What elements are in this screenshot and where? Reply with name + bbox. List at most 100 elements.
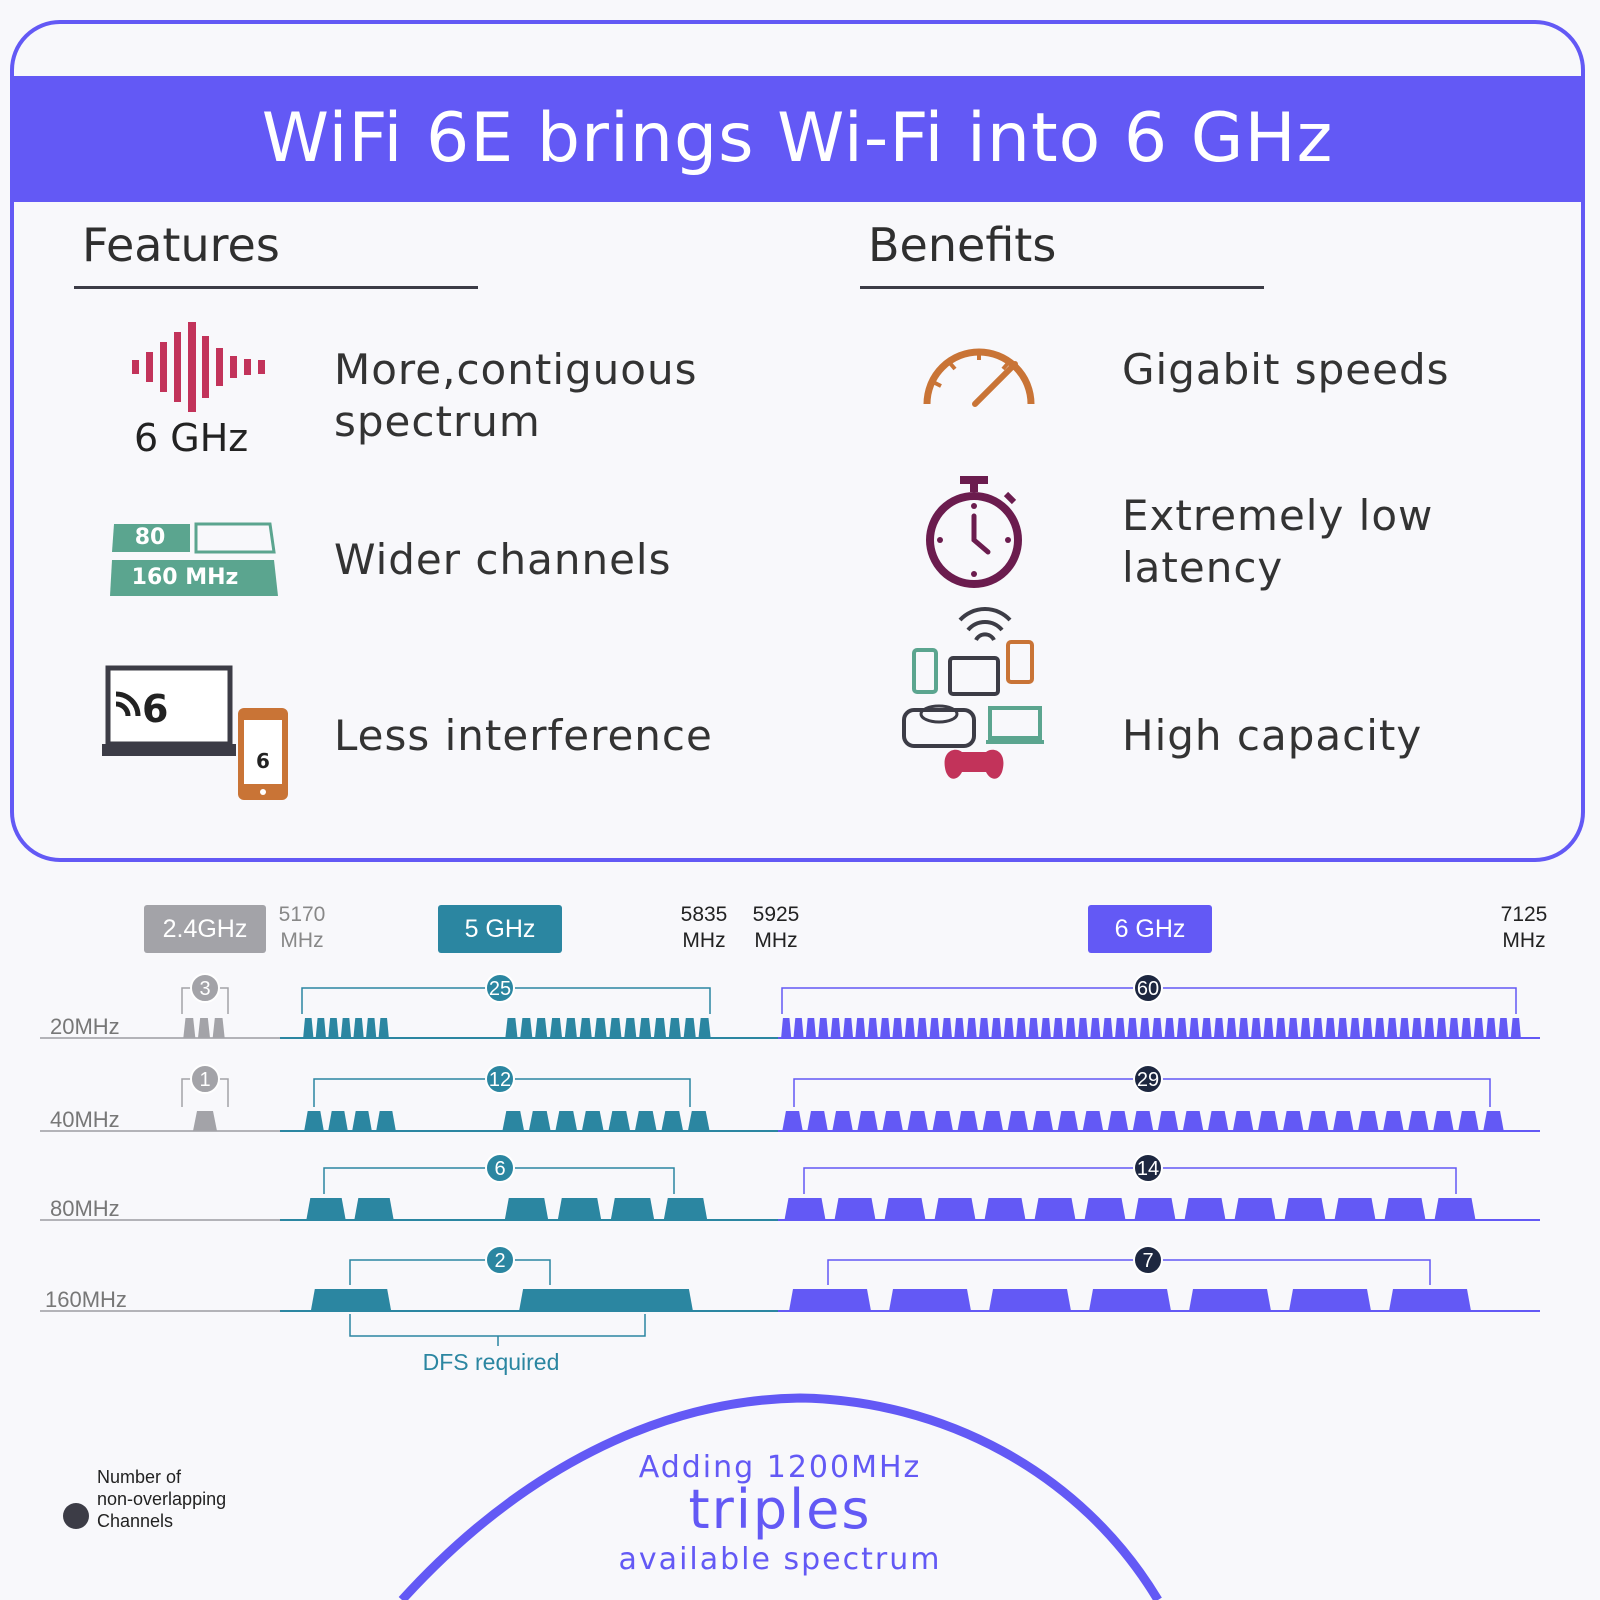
channel-6ghz — [1234, 1198, 1276, 1220]
channel-5ghz — [609, 1018, 622, 1038]
channel-6ghz — [1107, 1111, 1129, 1131]
channel-5ghz — [352, 1111, 372, 1131]
channel-6ghz — [1263, 1018, 1274, 1038]
channel-6ghz — [805, 1018, 816, 1038]
channel-5ghz — [557, 1198, 602, 1220]
channel-6ghz — [832, 1111, 853, 1131]
channel-6ghz — [1461, 1018, 1472, 1038]
badge-6ghz-circle — [1133, 973, 1163, 1003]
channel-24-40mhz — [193, 1111, 217, 1131]
channel-5ghz — [504, 1198, 549, 1220]
channel-6ghz — [1003, 1018, 1014, 1038]
channel-6ghz — [1448, 1018, 1460, 1038]
channel-6ghz — [1238, 1018, 1249, 1038]
summary-line-1: Adding 1200MHz — [638, 1450, 922, 1485]
badge-5ghz-label: 6 — [494, 1158, 505, 1180]
channel-6ghz — [984, 1198, 1026, 1220]
channel-6ghz — [1053, 1018, 1064, 1038]
channel-6ghz — [989, 1289, 1071, 1311]
channel-5ghz — [581, 1111, 604, 1131]
channel-width-label: 20MHz — [50, 1014, 120, 1039]
channel-6ghz — [1090, 1018, 1101, 1038]
channel-6ghz — [1152, 1018, 1163, 1038]
channel-6ghz — [1189, 1018, 1200, 1038]
channel-5ghz — [315, 1018, 327, 1038]
channel-width-icon: 80 160 MHz — [110, 522, 280, 598]
svg-text:6: 6 — [142, 687, 168, 731]
badge-6ghz-circle — [1133, 1153, 1163, 1183]
channel-6ghz — [867, 1018, 878, 1038]
benefit-speed-text: Gigabit speeds — [1122, 345, 1450, 394]
channel-6ghz — [1115, 1018, 1126, 1038]
channel-6ghz — [1057, 1111, 1079, 1131]
channel-6ghz — [966, 1018, 977, 1038]
channel-6ghz — [991, 1018, 1002, 1038]
channel-5ghz — [519, 1289, 693, 1311]
channel-6ghz — [907, 1111, 928, 1131]
channel-6ghz — [1473, 1018, 1484, 1038]
channel-6ghz — [1032, 1111, 1054, 1131]
channel-5ghz — [564, 1018, 577, 1038]
channel-6ghz — [1040, 1018, 1051, 1038]
channel-6ghz — [830, 1018, 841, 1038]
channel-6ghz — [929, 1018, 940, 1038]
bracket-5ghz — [349, 1259, 551, 1285]
legend-text: Number of non-overlapping Channels — [97, 1467, 227, 1531]
badge-5ghz-label: 2 — [494, 1250, 505, 1272]
channel-6ghz — [789, 1289, 871, 1311]
channel-6ghz — [1016, 1018, 1027, 1038]
channel-5ghz — [624, 1018, 637, 1038]
channel-5ghz — [354, 1198, 394, 1220]
channel-24-20mhz — [183, 1018, 196, 1038]
channel-6ghz — [793, 1018, 804, 1038]
channel-6ghz — [1089, 1289, 1171, 1311]
channel-5ghz — [661, 1111, 684, 1131]
channel-6ghz — [1201, 1018, 1212, 1038]
stopwatch-icon — [926, 476, 1022, 588]
channel-6ghz — [1189, 1289, 1271, 1311]
speedometer-icon — [923, 348, 1035, 407]
channel-5ghz — [555, 1111, 578, 1131]
channel-6ghz — [904, 1018, 915, 1038]
waveform-icon — [132, 322, 265, 412]
feature-spectrum-text: More,contiguous spectrum — [334, 345, 698, 446]
channel-6ghz — [1300, 1018, 1311, 1038]
badge-24-circle — [190, 1064, 220, 1094]
summary-line-2: triples — [688, 1478, 872, 1541]
channel-6ghz — [784, 1198, 826, 1220]
channel-5ghz — [549, 1018, 563, 1038]
channel-6ghz — [1349, 1018, 1361, 1038]
channel-5ghz — [328, 1111, 348, 1131]
channel-6ghz — [1082, 1111, 1104, 1131]
channel-6ghz — [884, 1198, 926, 1220]
channel-6ghz — [1232, 1111, 1254, 1131]
channel-6ghz — [1282, 1111, 1304, 1131]
channel-5ghz — [668, 1018, 681, 1038]
summary-card: WiFi 6E brings Wi-Fi into 6 GHz Features… — [10, 20, 1585, 862]
channel-6ghz — [1334, 1198, 1376, 1220]
channel-width-icon-bottom-label: 160 MHz — [131, 565, 239, 590]
channel-6ghz — [1436, 1018, 1447, 1038]
svg-text:6: 6 — [256, 749, 270, 773]
channel-6ghz — [934, 1198, 976, 1220]
channel-6ghz — [1251, 1018, 1262, 1038]
channel-6ghz — [1434, 1198, 1476, 1220]
channel-6ghz — [1362, 1018, 1373, 1038]
benefit-capacity-text: High capacity — [1122, 711, 1423, 760]
channel-6ghz — [1139, 1018, 1150, 1038]
channel-5ghz — [653, 1018, 667, 1038]
channel-6ghz — [1424, 1018, 1435, 1038]
channel-6ghz — [1028, 1018, 1039, 1038]
badge-5ghz-circle — [485, 1064, 515, 1094]
channel-6ghz — [1411, 1018, 1422, 1038]
channel-width-label: 80MHz — [50, 1196, 120, 1221]
channel-6ghz — [1184, 1198, 1226, 1220]
waveform-icon-label: 6 GHz — [134, 416, 249, 460]
channel-6ghz — [1333, 1111, 1354, 1131]
badge-6ghz-label: 14 — [1137, 1158, 1159, 1180]
features-heading: Features — [74, 218, 478, 289]
channel-6ghz — [1134, 1198, 1176, 1220]
channel-5ghz — [663, 1198, 708, 1220]
